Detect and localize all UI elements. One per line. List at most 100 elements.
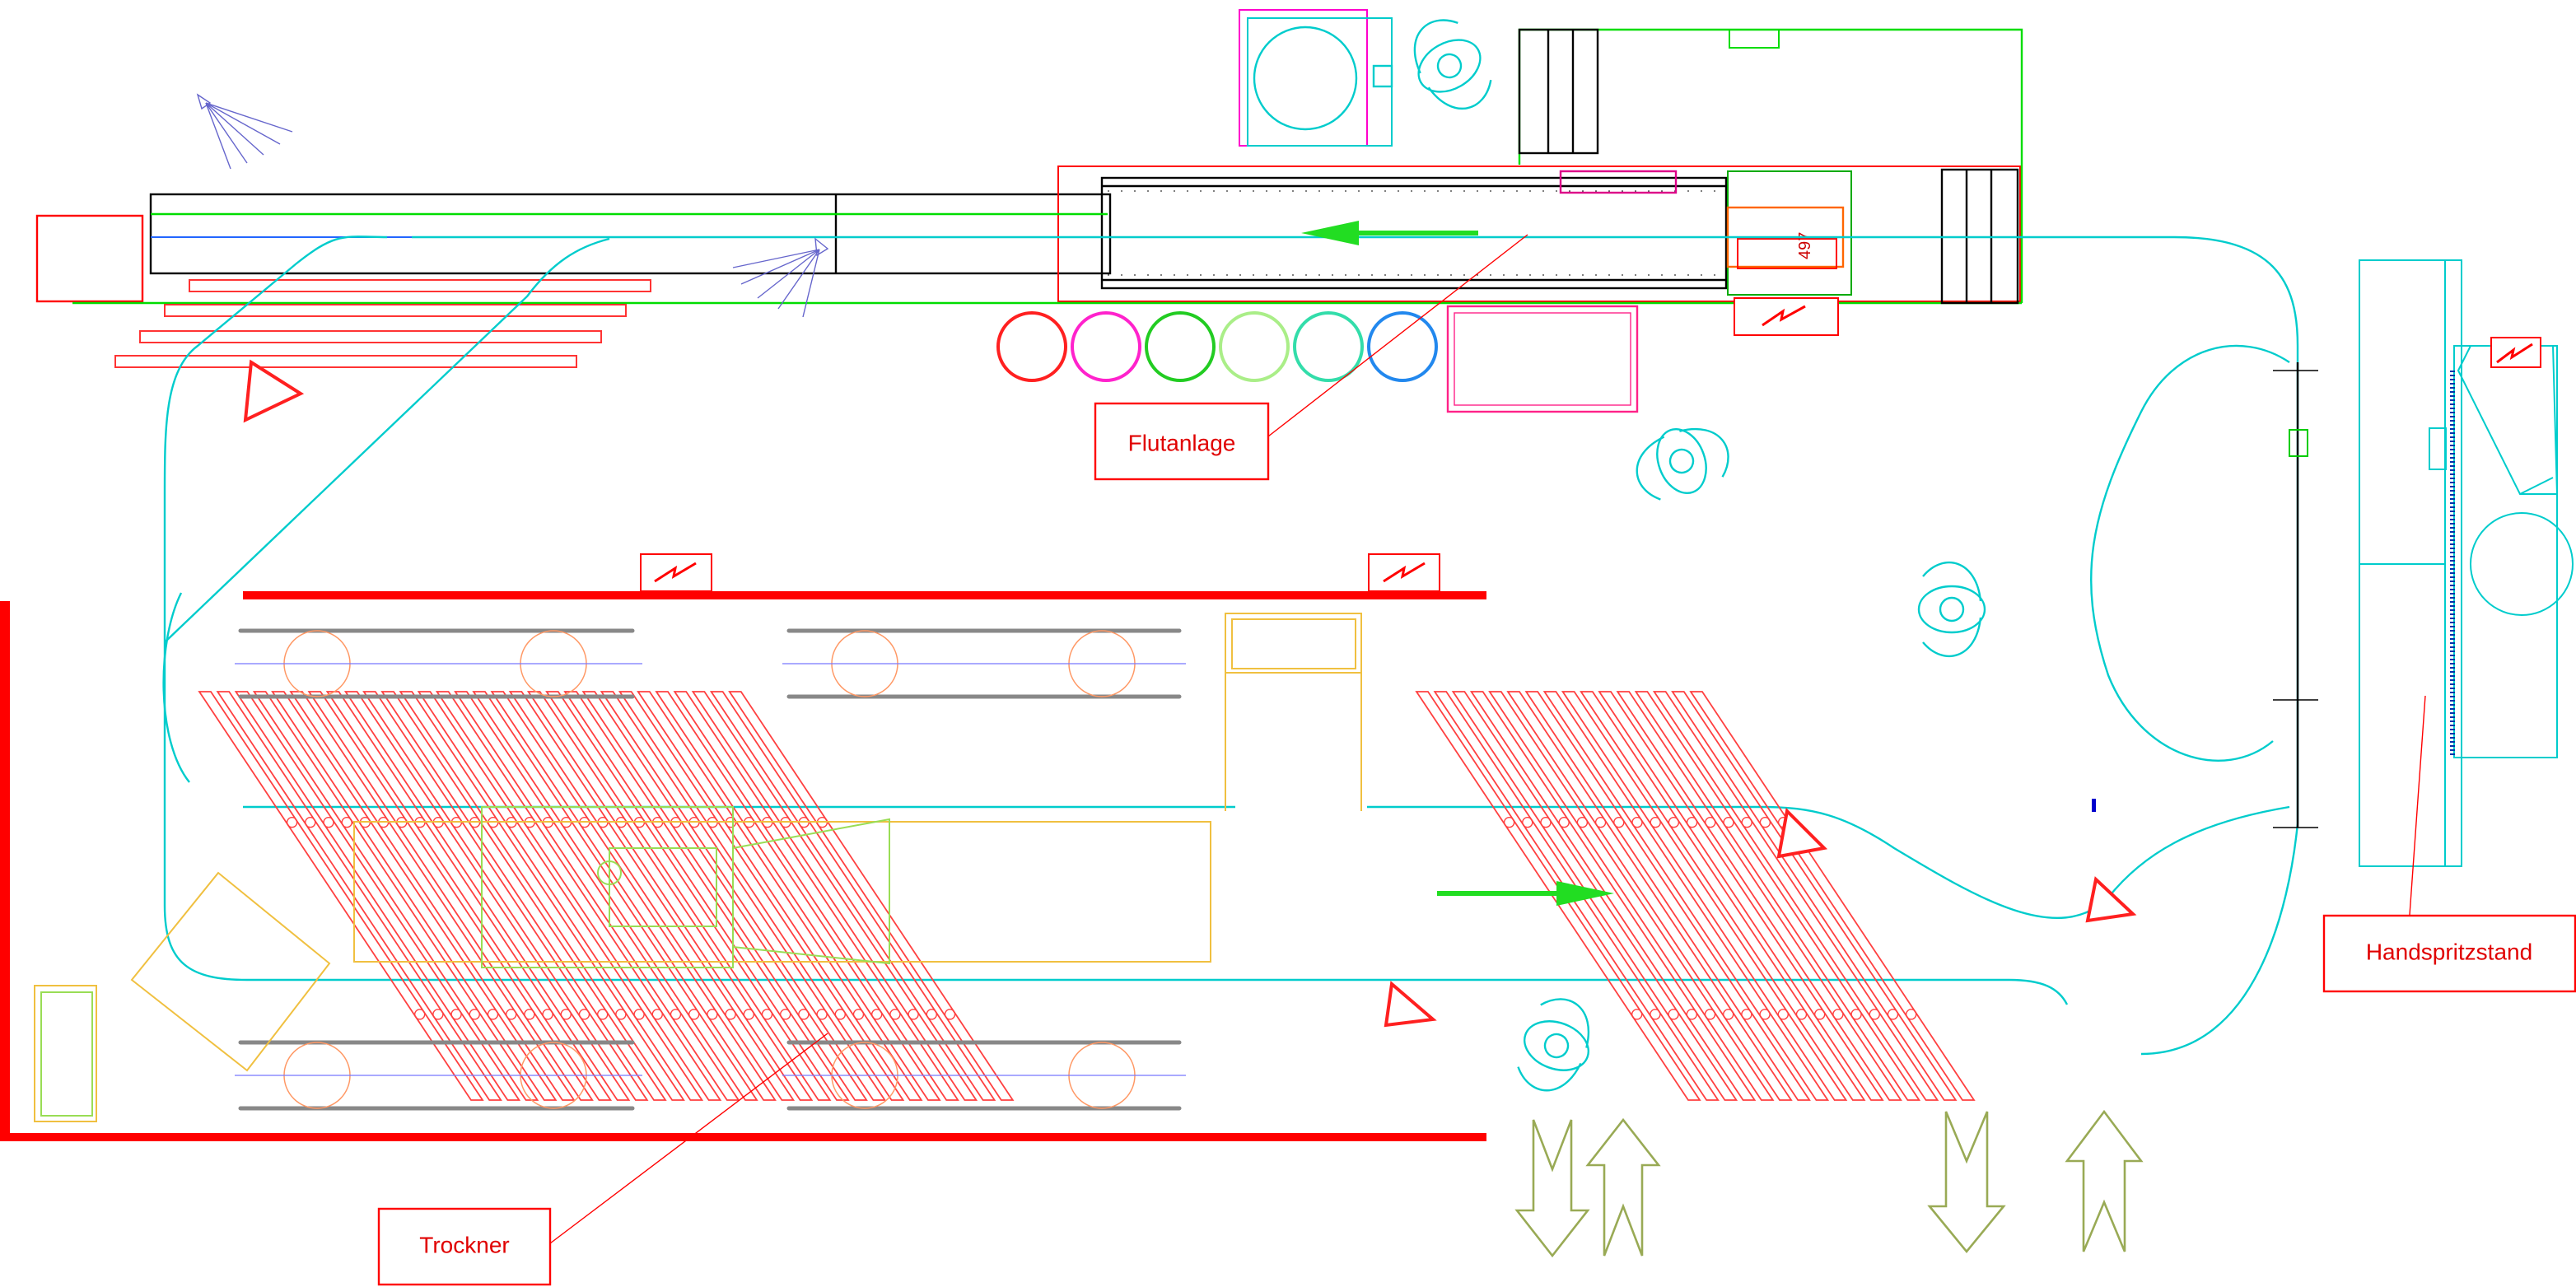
- spray-nozzle-icon: [732, 237, 829, 318]
- dryer-slat: [508, 691, 796, 1101]
- dryer-slat: [1580, 691, 1866, 1101]
- slat-roller: [725, 1009, 736, 1020]
- slat-roller: [1650, 817, 1661, 828]
- dryer-slat: [454, 691, 740, 1101]
- svg-text:Trockner: Trockner: [419, 1232, 509, 1257]
- paint-drum: [1293, 311, 1364, 382]
- slat-roller: [1777, 1009, 1790, 1020]
- slat-roller: [1741, 1009, 1752, 1020]
- slat-roller: [1631, 1009, 1643, 1020]
- slat-roller: [487, 1009, 499, 1020]
- slat-roller: [341, 817, 352, 828]
- slat-roller: [707, 1009, 718, 1020]
- slat-roller: [780, 1009, 791, 1020]
- dryer-slat: [1561, 691, 1848, 1101]
- slat-roller: [1795, 1009, 1808, 1020]
- dryer-slat: [380, 691, 667, 1101]
- worker-icon: [1517, 998, 1590, 1092]
- slat-roller: [1905, 1009, 1917, 1020]
- slat-roller: [1613, 817, 1625, 828]
- dryer-slat: [472, 691, 758, 1101]
- dryer-slat: [1689, 691, 1976, 1101]
- dryer-slat: [563, 691, 850, 1101]
- slat-roller: [1503, 817, 1515, 828]
- slat-roller: [1887, 1009, 1899, 1020]
- slat-roller: [615, 1009, 627, 1020]
- paint-drum: [1367, 311, 1438, 382]
- dryer-slat: [198, 691, 484, 1101]
- dryer-slat: [637, 691, 923, 1101]
- dryer-slat: [307, 691, 594, 1101]
- dryer-slat: [728, 691, 1015, 1101]
- paint-container: [1446, 305, 1639, 413]
- slat-roller: [323, 817, 334, 828]
- slat-roller: [1686, 817, 1698, 828]
- slat-roller: [1594, 817, 1607, 828]
- dryer-slat: [545, 691, 832, 1101]
- dryer-slat: [1506, 691, 1793, 1101]
- spray-nozzle-icon: [196, 93, 293, 170]
- slat-roller: [1668, 817, 1680, 828]
- slat-roller: [1576, 817, 1589, 828]
- slat-roller: [798, 1009, 810, 1020]
- slat-roller: [432, 1009, 444, 1020]
- slat-roller: [852, 1009, 865, 1020]
- slat-roller: [286, 817, 298, 828]
- dryer-slat: [325, 691, 613, 1101]
- dryer-slat: [1469, 691, 1757, 1101]
- overhead-conveyor: [162, 235, 2299, 1056]
- traffic-arrow-icon: [1514, 1109, 2144, 1258]
- slat-roller: [688, 1009, 700, 1020]
- slat-roller: [578, 1009, 590, 1020]
- slat-roller: [761, 1009, 773, 1020]
- slat-roller: [414, 1009, 426, 1020]
- dryer-slat: [691, 691, 978, 1101]
- dryer-slat: [526, 691, 814, 1101]
- slat-roller: [670, 1009, 682, 1020]
- slat-roller: [651, 1009, 663, 1020]
- slat-roller: [1759, 1009, 1771, 1020]
- dryer-slat: [1598, 691, 1884, 1101]
- dryer-slat: [271, 691, 558, 1101]
- worker-icon: [1413, 19, 1492, 110]
- slat-roller: [889, 1009, 901, 1020]
- dryer-slat: [399, 691, 685, 1101]
- slat-roller: [1722, 1009, 1734, 1020]
- dryer-slat: [1652, 691, 1939, 1101]
- dryer-robot: [481, 806, 890, 968]
- dryer-slat: [1524, 691, 1811, 1101]
- dryer-slat: [417, 691, 704, 1101]
- dryer-slat: [1451, 691, 1738, 1101]
- dryer-slat: [252, 691, 539, 1101]
- slat-roller: [305, 817, 316, 828]
- high-voltage-icon: [1368, 553, 1440, 592]
- slat-roller: [560, 1009, 572, 1020]
- flow-arrow-icon: [1301, 221, 1478, 245]
- slat-roller: [926, 1009, 938, 1020]
- high-voltage-icon: [1734, 297, 1839, 336]
- slat-roller: [908, 1009, 919, 1020]
- dryer-slat: [289, 691, 576, 1101]
- dryer-slat: [618, 691, 905, 1101]
- building-walls: [0, 591, 1486, 1141]
- slat-roller: [1558, 817, 1570, 828]
- label-trockner: Trockner: [377, 1207, 552, 1286]
- slat-roller: [1850, 1009, 1862, 1020]
- slat-roller: [1668, 1009, 1679, 1020]
- svg-text:Handspritzstand: Handspritzstand: [2366, 939, 2532, 964]
- dryer-slat: [600, 691, 887, 1101]
- slat-roller: [597, 1009, 609, 1020]
- mixing-station: [1239, 9, 1393, 147]
- slat-roller: [1686, 1009, 1698, 1020]
- paint-drum-row: [996, 311, 1438, 382]
- slat-roller: [944, 1009, 956, 1020]
- dryer-slat: [581, 691, 868, 1101]
- dryer-slat: [1542, 691, 1830, 1101]
- paint-drum: [996, 311, 1067, 382]
- slat-roller: [1631, 817, 1643, 828]
- slat-roller: [469, 1009, 480, 1020]
- slat-roller: [633, 1009, 645, 1020]
- worker-icon: [1636, 427, 1729, 501]
- dryer-slats: [198, 691, 1976, 1101]
